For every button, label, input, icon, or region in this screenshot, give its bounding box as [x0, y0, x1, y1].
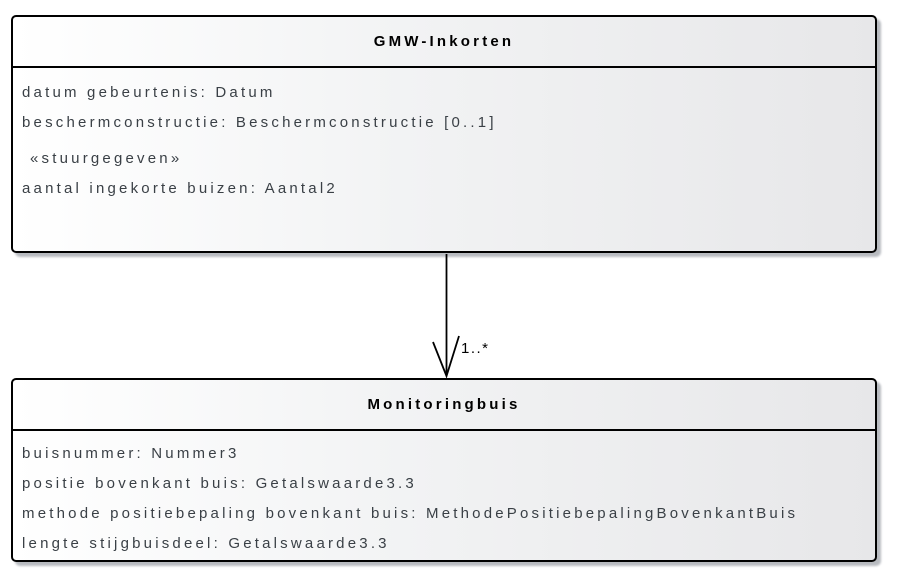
class-title: GMW-Inkorten — [13, 17, 875, 68]
attribute-line: datum gebeurtenis: Datum — [22, 84, 276, 101]
multiplicity-label: 1..* — [461, 340, 490, 357]
stereotype-group: «stuurgegeven» aantal ingekorte buizen: … — [22, 144, 866, 204]
attributes-compartment: datum gebeurtenis: Datum beschermconstru… — [13, 68, 875, 204]
class-box-monitoringbuis: Monitoringbuis buisnummer: Nummer3 posit… — [11, 378, 877, 562]
attribute-line: aantal ingekorte buizen: Aantal2 — [22, 180, 338, 197]
attribute-line: methode positiebepaling bovenkant buis: … — [22, 505, 799, 522]
attribute-line: lengte stijgbuisdeel: Getalswaarde3.3 — [22, 535, 390, 552]
attribute-line: beschermconstructie: Beschermconstructie… — [22, 114, 497, 131]
stereotype-label: «stuurgegeven» — [30, 150, 183, 167]
attributes-compartment: buisnummer: Nummer3 positie bovenkant bu… — [13, 431, 875, 559]
attribute-line: buisnummer: Nummer3 — [22, 445, 240, 462]
class-box-gmw-inkorten: GMW-Inkorten datum gebeurtenis: Datum be… — [11, 15, 877, 253]
attribute-line: positie bovenkant buis: Getalswaarde3.3 — [22, 475, 417, 492]
class-title: Monitoringbuis — [13, 380, 875, 431]
open-arrowhead-icon — [432, 335, 460, 379]
